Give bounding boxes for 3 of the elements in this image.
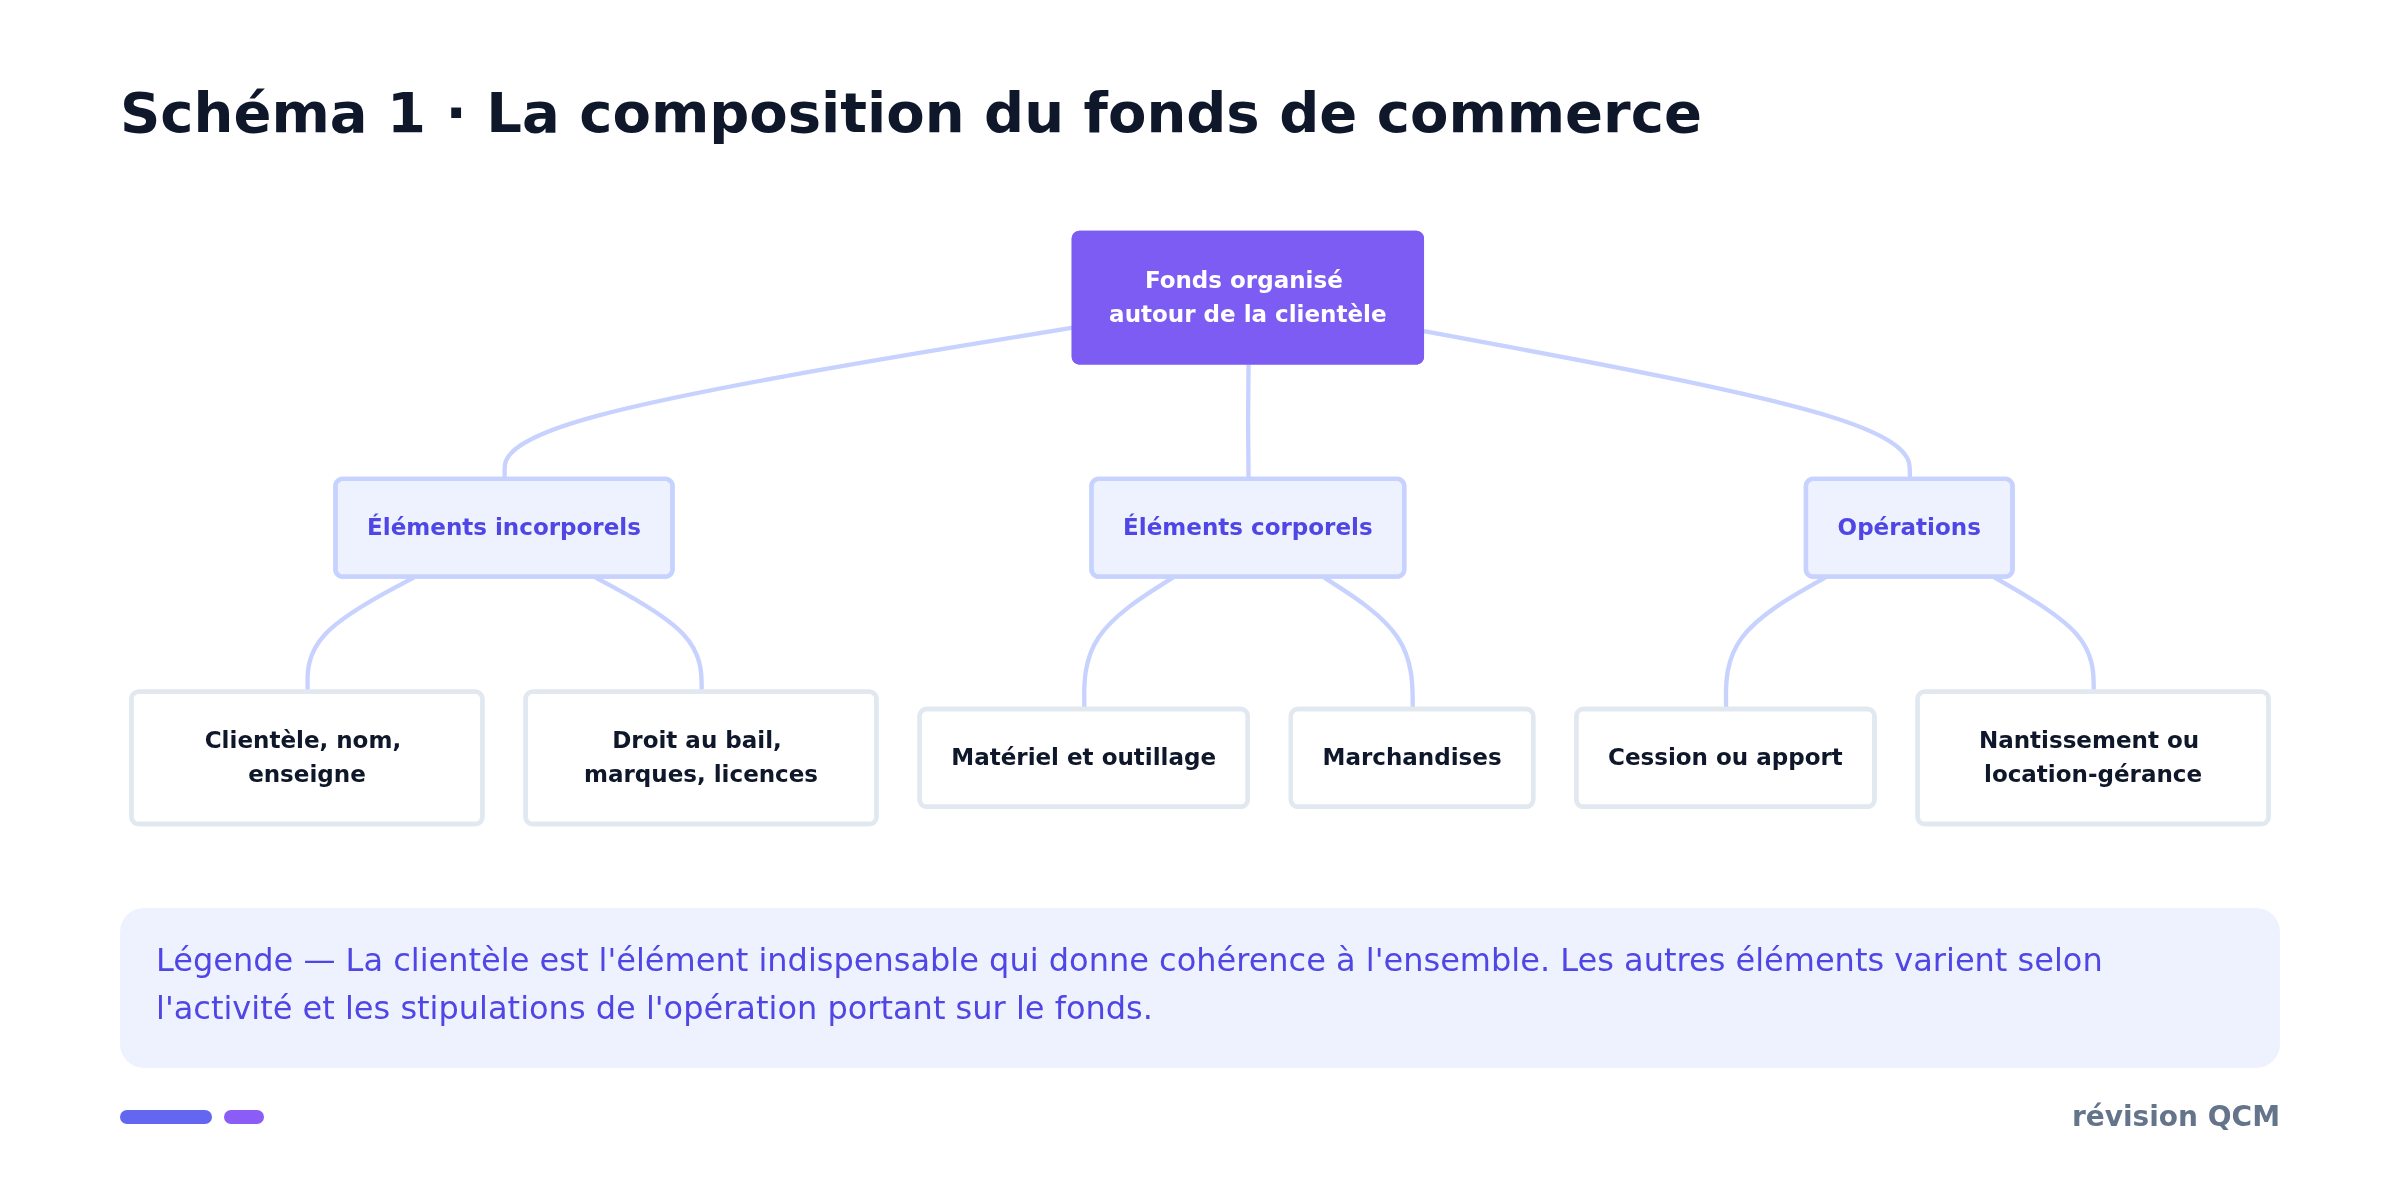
caption: Légende — La clientèle est l'élément indispensable qui donne cohérence à l'ensemble. Les autres éléments varient selon l'activité et les stipulations de l'opération portant sur le fonds. <box>156 940 2104 1029</box>
footer-note: révision QCM <box>2071 1100 2280 1133</box>
title: Schéma 1 · La composition du fonds de commerce <box>120 80 1702 145</box>
